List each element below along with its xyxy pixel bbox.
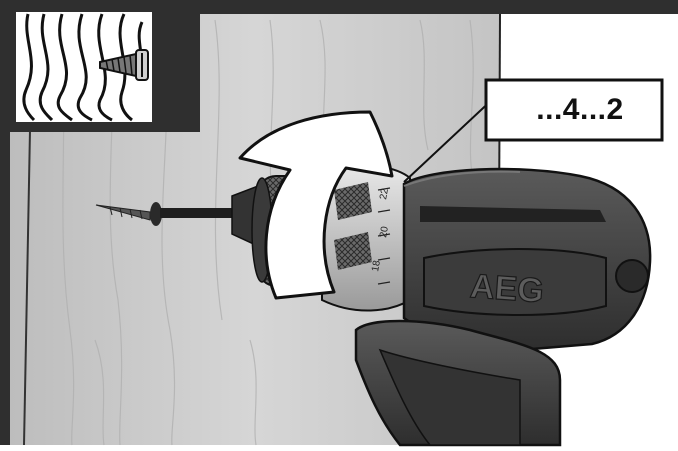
right-white-band xyxy=(668,14,678,451)
drill-body: AEG xyxy=(404,169,650,350)
brand-logo: AEG xyxy=(469,267,545,310)
white-bottom-strip xyxy=(0,445,678,451)
clutch-setting-label: ...4...2 xyxy=(495,88,665,132)
driver-bit xyxy=(160,208,240,218)
screw-into-wood-icon xyxy=(0,0,200,132)
